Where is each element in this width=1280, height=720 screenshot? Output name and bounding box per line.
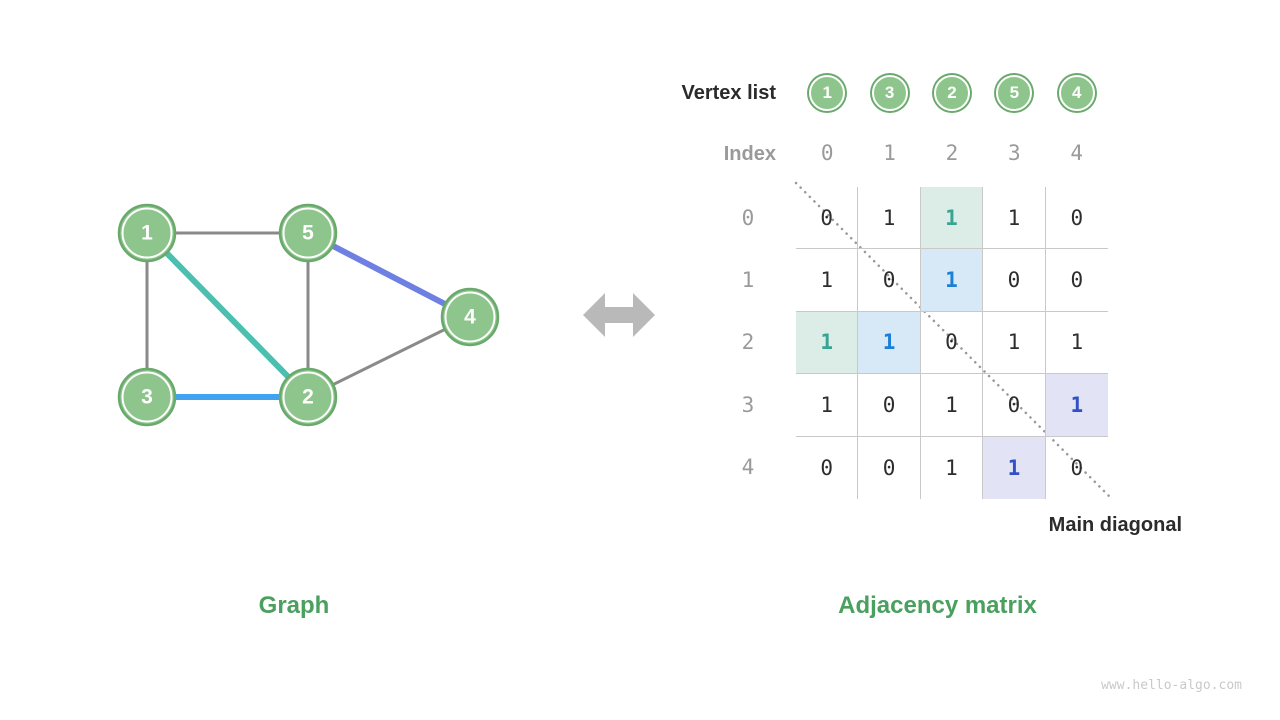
matrix-cell-3-3: 0 bbox=[983, 374, 1046, 437]
matrix-cell-3-2: 1 bbox=[920, 374, 984, 437]
vertex-list-cell: 2 bbox=[921, 70, 983, 116]
matrix-cell-0-2: 1 bbox=[920, 187, 984, 250]
row-label-0: 0 bbox=[741, 206, 755, 231]
graph-edge-1-2 bbox=[144, 230, 311, 400]
matrix-cell-4-3: 1 bbox=[983, 436, 1046, 499]
vertex-list-cell: 1 bbox=[796, 70, 858, 116]
vertex-list-node-1: 1 bbox=[809, 75, 846, 111]
vertex-list-cell: 5 bbox=[983, 70, 1045, 116]
main-diagonal-label: Main diagonal bbox=[1048, 514, 1182, 536]
vertex-list-node-4: 4 bbox=[1058, 75, 1095, 111]
matrix-cell-2-3: 1 bbox=[983, 311, 1046, 375]
matrix-cell-3-0: 1 bbox=[796, 374, 859, 437]
vertex-list-node-5: 5 bbox=[996, 75, 1033, 111]
graph-node-2: 2 bbox=[278, 367, 338, 427]
vertex-list-cell: 4 bbox=[1046, 70, 1108, 116]
matrix-cell-1-3: 0 bbox=[983, 249, 1046, 312]
graph-node-label: 5 bbox=[302, 222, 314, 245]
index-value-2: 2 bbox=[945, 141, 959, 165]
index-value-1: 1 bbox=[883, 141, 896, 165]
graph-node-label: 2 bbox=[302, 386, 314, 409]
matrix-cell-0-4: 0 bbox=[1045, 187, 1108, 250]
vertex-list-node-2: 2 bbox=[933, 75, 970, 111]
graph-node-label: 4 bbox=[464, 306, 476, 329]
graph-node-label: 1 bbox=[141, 222, 153, 245]
matrix-cell-3-4: 1 bbox=[1045, 374, 1108, 437]
matrix-cell-2-2: 0 bbox=[920, 311, 984, 375]
index-value-4: 4 bbox=[1070, 141, 1084, 165]
matrix-cell-1-4: 0 bbox=[1045, 249, 1108, 312]
index-value-0: 0 bbox=[820, 141, 834, 165]
graph-node-label: 3 bbox=[141, 386, 153, 409]
matrix-cell-2-1: 1 bbox=[858, 311, 921, 375]
vertex-list-node-3: 3 bbox=[871, 75, 908, 111]
index-value-3: 3 bbox=[1008, 141, 1021, 165]
vertex-list-label: Vertex list bbox=[681, 82, 776, 104]
adjacency-matrix-caption: Adjacency matrix bbox=[838, 592, 1037, 619]
matrix-cell-2-4: 1 bbox=[1045, 312, 1108, 375]
watermark: www.hello-algo.com bbox=[1101, 678, 1242, 693]
matrix-cell-4-4: 0 bbox=[1070, 455, 1084, 480]
matrix-cell-3-1: 0 bbox=[858, 374, 921, 437]
matrix-row-labels: 0 1 2 3 4 bbox=[726, 187, 770, 498]
graph-node-5: 5 bbox=[278, 203, 338, 263]
graph-node-4: 4 bbox=[440, 287, 500, 347]
row-label-3: 3 bbox=[741, 392, 755, 417]
double-arrow-icon bbox=[583, 293, 655, 337]
index-row: 0 1 2 3 4 bbox=[796, 133, 1108, 173]
graph-edge-2-4 bbox=[306, 315, 472, 399]
matrix-cell-0-3: 1 bbox=[983, 187, 1046, 250]
row-label-1: 1 bbox=[741, 268, 755, 293]
graph-node-1: 1 bbox=[117, 203, 177, 263]
main-diagonal-line bbox=[794, 181, 1112, 499]
graph-edge-5-4 bbox=[305, 230, 473, 320]
vertex-list-cell: 3 bbox=[858, 70, 920, 116]
matrix-cell-1-1: 0 bbox=[858, 249, 921, 312]
matrix-cell-0-1: 1 bbox=[858, 187, 921, 250]
matrix-cell-0-0: 0 bbox=[796, 187, 859, 250]
matrix-cell-4-0: 0 bbox=[796, 436, 859, 499]
graph-nodes: 1 5 4 3 2 bbox=[117, 203, 500, 427]
matrix-cell-2-0: 1 bbox=[796, 311, 859, 375]
row-label-2: 2 bbox=[741, 330, 755, 355]
graph-caption: Graph bbox=[258, 592, 330, 619]
matrix-cell-4-1: 0 bbox=[858, 436, 921, 499]
matrix-cell-1-2: 1 bbox=[920, 249, 984, 312]
matrix-cell-1-0: 1 bbox=[796, 249, 859, 312]
matrix-cell-4-2: 1 bbox=[921, 436, 984, 499]
graph-node-3: 3 bbox=[117, 367, 177, 427]
row-label-4: 4 bbox=[741, 454, 755, 479]
index-label: Index bbox=[723, 143, 776, 165]
